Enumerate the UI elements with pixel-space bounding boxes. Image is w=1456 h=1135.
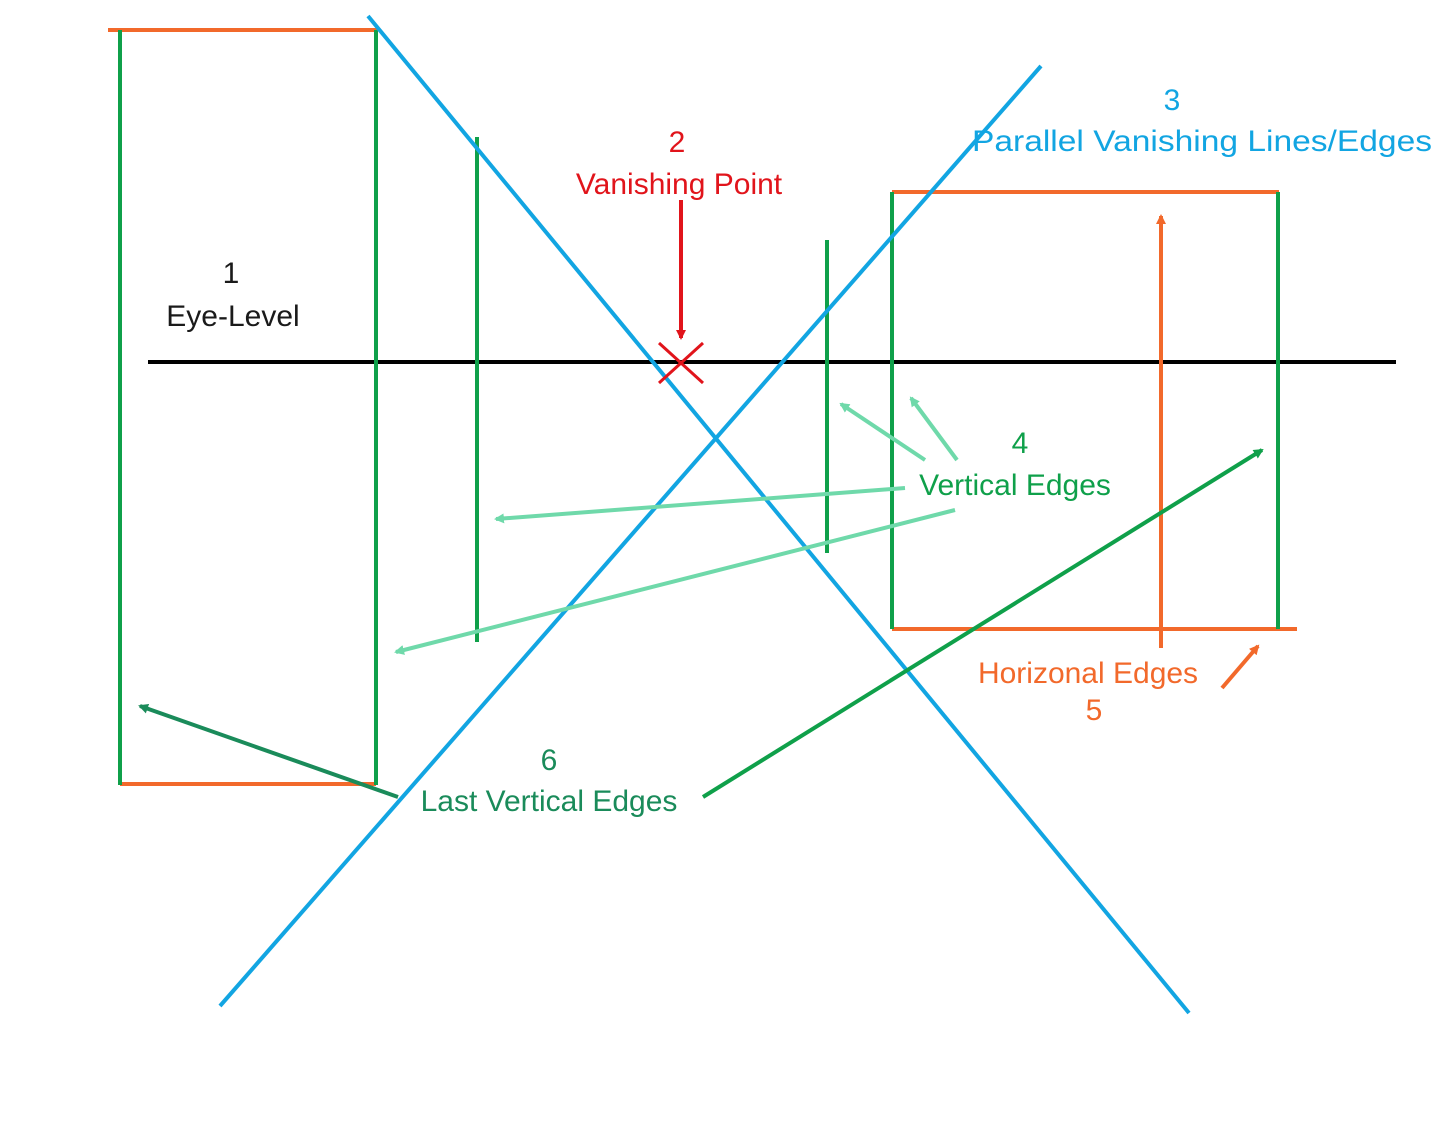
eye-level-label: Eye-Level (166, 300, 299, 333)
vanishing-line-ascending (218, 64, 1043, 1008)
last-vertical-edges-number: 6 (541, 744, 558, 777)
last-vertical-edges-label: Last Vertical Edges (421, 785, 678, 818)
vanishing-point-number: 2 (669, 126, 686, 159)
eye-level-number: 1 (223, 257, 240, 290)
vertical-edges-number: 4 (1012, 427, 1029, 460)
last-vertical-edge-arrow-left (138, 703, 399, 799)
vertical-edges-label: Vertical Edges (919, 469, 1111, 502)
vanishing-point-marker (657, 341, 705, 385)
vertical-edge-arrow-to-left-box (394, 508, 956, 655)
vertical-edge-arrow-to-right-box (909, 396, 959, 462)
horizontal-edge-diagonal-arrow (1220, 644, 1260, 690)
horizontal-edges-label: Horizonal Edges (978, 657, 1198, 690)
horizontal-edges-number: 5 (1086, 694, 1103, 727)
vanishing-line-descending (366, 14, 1191, 1015)
last-vertical-edge-arrow-right (701, 448, 1264, 799)
vertical-edge-arrow-to-right-far (839, 402, 927, 462)
parallel-lines-label: Parallel Vanishing Lines/Edges (972, 125, 1432, 158)
parallel-lines-number: 3 (1164, 84, 1181, 117)
vertical-edge-arrow-to-left-far (494, 486, 906, 524)
vanishing-point-label: Vanishing Point (576, 168, 783, 201)
